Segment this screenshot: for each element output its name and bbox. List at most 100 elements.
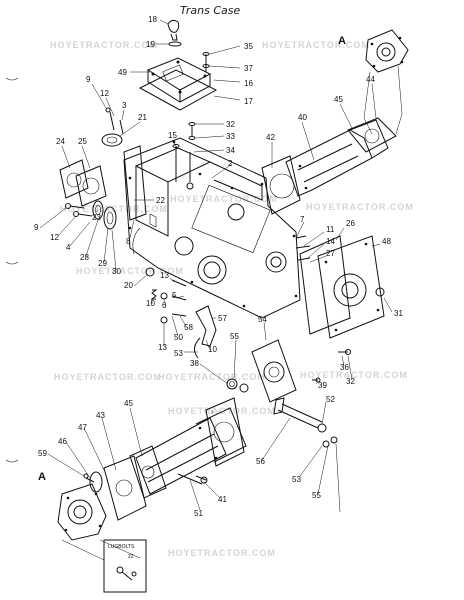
- binder-mark: [5, 459, 19, 463]
- leader-line: [99, 539, 141, 559]
- part-label: 5: [172, 291, 177, 300]
- part-label: 20: [124, 281, 133, 290]
- axle-stud: [177, 473, 203, 485]
- nut: [330, 436, 338, 444]
- part-label: 42: [266, 133, 275, 142]
- part-label: 7: [300, 215, 305, 224]
- leader-line: [363, 117, 373, 135]
- watermark: HOYETRACTOR.COM: [76, 266, 184, 276]
- side-cover-plate: [59, 159, 89, 199]
- cover-bolt: [202, 52, 210, 72]
- watermark: HOYETRACTOR.COM: [306, 202, 414, 212]
- part-label: 25: [78, 137, 87, 146]
- part-label: 33: [226, 132, 235, 141]
- part-label: 18: [148, 15, 157, 24]
- part-label: 57: [218, 314, 227, 323]
- part-label: 12: [100, 89, 109, 98]
- part-label: 11: [326, 225, 335, 234]
- part-label: 35: [244, 42, 253, 51]
- interlock-ball: [145, 267, 155, 277]
- pto-seal: [226, 378, 238, 390]
- part-label: 45: [124, 399, 133, 408]
- housing-flange: [129, 445, 167, 499]
- watermark: HOYETRACTOR.COM: [262, 40, 370, 50]
- bolt: [105, 107, 115, 131]
- housing-flange: [347, 117, 397, 153]
- right-gasket: [299, 235, 351, 335]
- part-label: 31: [394, 309, 403, 318]
- bolt: [188, 122, 196, 136]
- part-label: 6: [162, 301, 167, 310]
- watermark: HOYETRACTOR.COM: [300, 370, 408, 380]
- lug-bolts-label: LUGBOLTS: [108, 544, 135, 550]
- bolt: [172, 144, 180, 182]
- part-label: 23: [92, 213, 101, 222]
- part-label: 52: [326, 395, 335, 404]
- pin: [171, 295, 187, 301]
- leader-line: [363, 71, 371, 119]
- bolt: [73, 211, 93, 217]
- left-gasket: [123, 145, 147, 221]
- part-label: 40: [298, 113, 307, 122]
- bolt: [65, 203, 85, 209]
- bolt: [186, 152, 194, 190]
- pin: [171, 279, 187, 287]
- right-side-cover: [317, 235, 385, 339]
- part-label: 16: [244, 79, 253, 88]
- leader-line: [61, 539, 105, 561]
- bolt: [338, 349, 351, 355]
- part-label: 14: [326, 237, 335, 246]
- part-label: 22: [156, 196, 165, 205]
- leader-lines: [39, 19, 393, 513]
- part-label: 12: [50, 233, 59, 242]
- shift-lever-knob: [167, 19, 180, 41]
- watermark: HOYETRACTOR.COM: [168, 548, 276, 558]
- pto-shaft: [273, 397, 323, 429]
- part-label: 59: [38, 449, 47, 458]
- pto-washer: [239, 383, 249, 393]
- part-label: 39: [318, 381, 327, 390]
- part-label: 44: [366, 75, 375, 84]
- pin: [171, 313, 187, 317]
- washer: [188, 136, 196, 140]
- top-cover-plate: [146, 57, 212, 103]
- axle-housing: [135, 407, 247, 495]
- part-label: 28: [80, 253, 89, 262]
- part-label: 13: [158, 343, 167, 352]
- wheel-hub: [57, 483, 107, 541]
- o-ring: [168, 41, 182, 47]
- pto-cover: [251, 339, 297, 403]
- part-label: 54: [258, 315, 267, 324]
- part-label: 2: [228, 159, 233, 168]
- part-label: 50: [174, 333, 183, 342]
- part-label: 30: [112, 267, 121, 276]
- part-label: 9: [34, 223, 39, 232]
- part-label: 4: [66, 243, 71, 252]
- part-labels: 18 19 35 37 49 16 17 9 12 3 21 15 32 33 …: [34, 15, 403, 518]
- leader-line: [395, 65, 403, 135]
- marker-a: A: [38, 471, 46, 483]
- axle-bolt: [83, 473, 95, 483]
- part-label: 21: [138, 113, 147, 122]
- bearing-retainer: [103, 206, 117, 230]
- watermark: HOYETRACTOR.COM: [54, 372, 162, 382]
- part-label: 34: [226, 146, 235, 155]
- part-label: 13: [160, 271, 169, 280]
- lug-bolts-inset: LUGBOLTS 22: [103, 539, 147, 593]
- pto-shaft-end: [317, 423, 327, 433]
- axle-seal: [89, 471, 103, 493]
- part-label: 48: [382, 237, 391, 246]
- part-label: 3: [122, 101, 127, 110]
- watermark: HOYETRACTOR.COM: [158, 372, 266, 382]
- part-label: 37: [244, 64, 253, 73]
- part-label: 53: [174, 349, 183, 358]
- part-label: 41: [218, 495, 227, 504]
- transmission-case: [123, 137, 301, 319]
- part-label: 19: [146, 40, 155, 49]
- watermark-group: HOYETRACTOR.COM HOYETRACTOR.COM HOYETRAC…: [50, 40, 414, 558]
- side-gasket: [75, 165, 107, 207]
- detent-ball: [160, 292, 168, 300]
- diagram-title: Trans Case: [180, 4, 240, 17]
- oil-seal: [92, 200, 104, 220]
